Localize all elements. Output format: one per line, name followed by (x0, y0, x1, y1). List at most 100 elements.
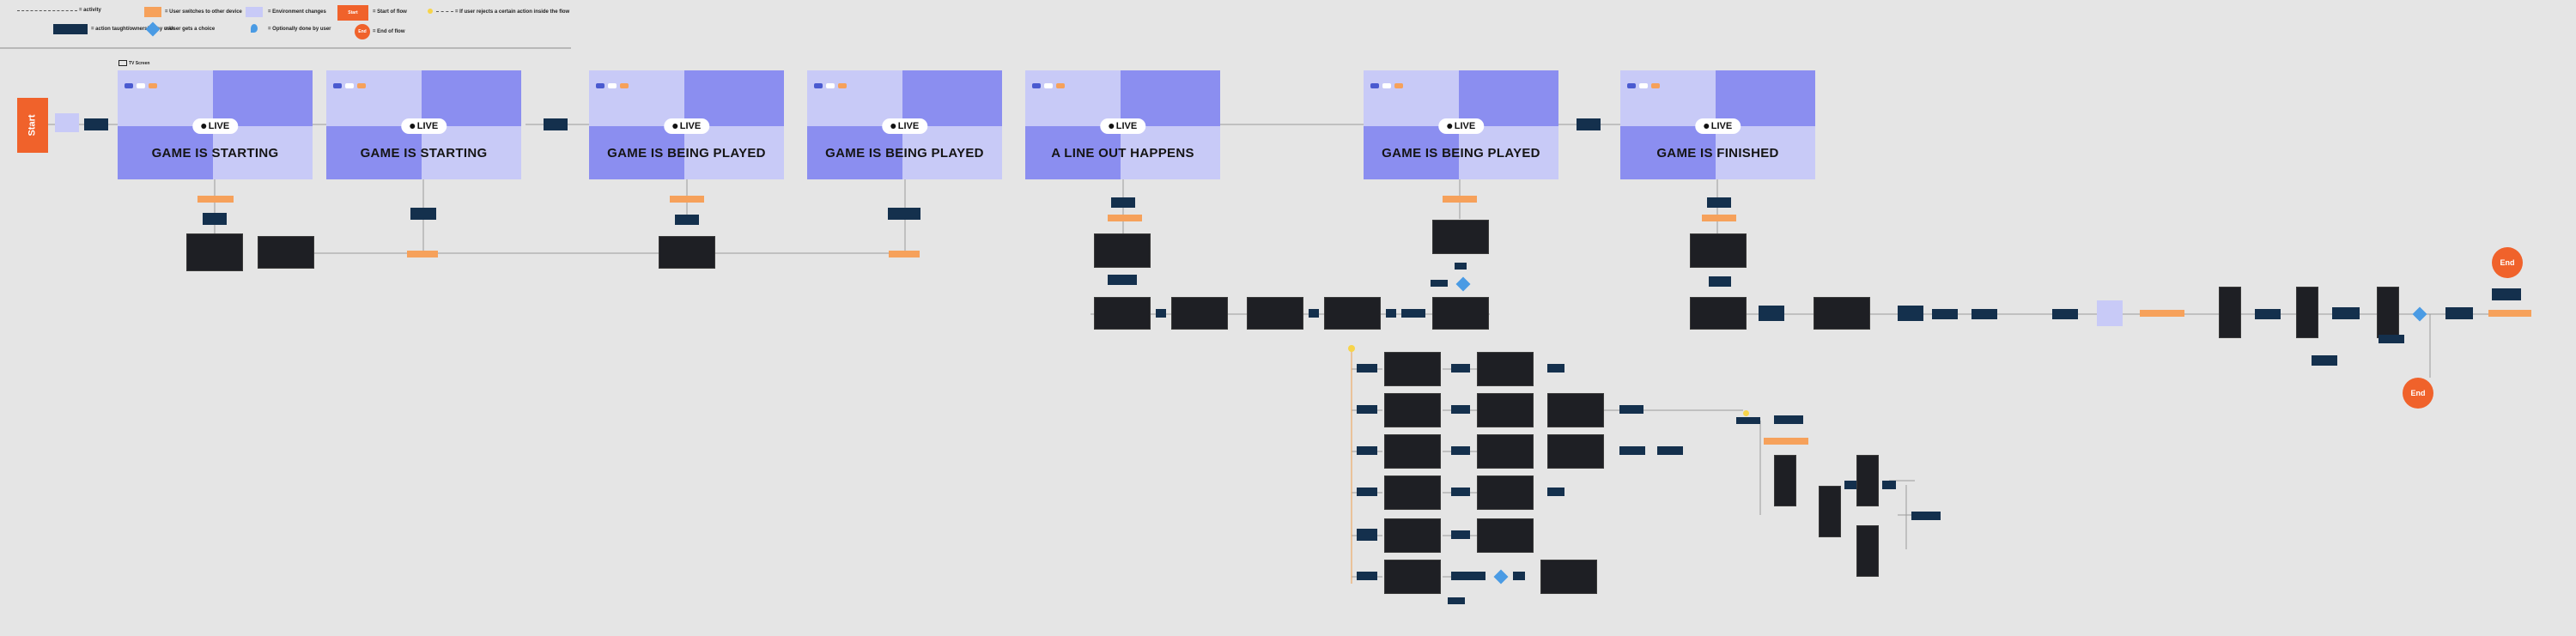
device-switch-box (1443, 196, 1477, 203)
action-box (675, 215, 699, 225)
environment-box (2097, 300, 2123, 326)
section-icon (118, 60, 127, 66)
legend-choice-diamond (145, 21, 161, 37)
action-box (1451, 488, 1470, 496)
action-box (1111, 197, 1135, 208)
tv-screen-game-starting-2: LIVE GAME IS STARTING (326, 70, 521, 179)
action-box (1898, 306, 1923, 321)
end-circle-1: End (2492, 247, 2523, 278)
legend-note-dash (436, 11, 453, 12)
phone-screen (1774, 455, 1796, 506)
action-box (1448, 597, 1465, 604)
legend-activity: = activity (79, 8, 101, 13)
action-box (1707, 197, 1731, 208)
legend-optional: = Optionally done by user (268, 27, 331, 32)
end-label: End (2410, 389, 2426, 397)
tv-title: GAME IS BEING PLAYED (825, 146, 984, 161)
action-box (1470, 572, 1485, 580)
phone-screen (1856, 525, 1879, 577)
app-screen (186, 233, 243, 271)
live-label: LIVE (1454, 121, 1476, 131)
app-screen (1477, 352, 1534, 386)
device-switch-box (2140, 310, 2184, 317)
legend-action: = action taught/ownership by user (91, 27, 175, 32)
action-box (1547, 364, 1564, 373)
section-label: TV Screen (118, 60, 149, 66)
action-box (2492, 288, 2521, 300)
start-label: Start (27, 114, 38, 136)
action-box (1455, 263, 1467, 270)
app-screen (1547, 393, 1604, 427)
tv-title: GAME IS BEING PLAYED (1382, 146, 1540, 161)
action-box (1577, 118, 1601, 130)
tv-screen-game-played-2: LIVE GAME IS BEING PLAYED (807, 70, 1002, 179)
action-box (1619, 405, 1643, 414)
legend-start-swatch: Start (337, 5, 368, 21)
action-box (2379, 335, 2404, 343)
action-box (1357, 446, 1377, 455)
app-screen (1690, 233, 1747, 268)
tv-screen-game-finished: LIVE GAME IS FINISHED (1620, 70, 1815, 179)
phone-screen (2296, 287, 2318, 338)
tv-screen-game-starting-1: LIVE GAME IS STARTING (118, 70, 313, 179)
action-box (1156, 309, 1166, 318)
action-box (410, 208, 436, 220)
action-box (1619, 446, 1645, 455)
tv-title: A LINE OUT HAPPENS (1051, 146, 1194, 161)
legend-user-choice: = User gets a choice (165, 27, 216, 32)
action-box (1844, 481, 1862, 489)
action-box (1774, 415, 1803, 424)
app-screen (1432, 297, 1489, 330)
phone-screen (2377, 287, 2399, 338)
action-box (1357, 529, 1377, 541)
tv-screen-game-played-1: LIVE GAME IS BEING PLAYED (589, 70, 784, 179)
action-box (1431, 280, 1448, 287)
action-box (1882, 481, 1896, 489)
action-box (2332, 307, 2360, 319)
app-screen (1384, 560, 1441, 594)
live-badge: LIVE (191, 118, 239, 134)
note-icon (1743, 410, 1749, 416)
app-screen (1384, 393, 1441, 427)
action-box (1451, 364, 1470, 373)
app-screen (1384, 434, 1441, 469)
legend-switch-swatch (144, 7, 161, 17)
tv-title: GAME IS BEING PLAYED (607, 146, 766, 161)
tv-title: GAME IS STARTING (360, 146, 488, 161)
app-screen (1540, 560, 1597, 594)
legend-environment: = Environment changes (268, 9, 326, 15)
phone-screen (1819, 486, 1841, 537)
app-screen (258, 236, 314, 269)
device-switch-box (889, 251, 920, 257)
action-box (84, 118, 108, 130)
tv-screen-game-played-3: LIVE GAME IS BEING PLAYED (1364, 70, 1558, 179)
action-box (1451, 446, 1470, 455)
legend-end-swatch: End (355, 24, 370, 39)
tv-title: GAME IS STARTING (151, 146, 279, 161)
live-badge: LIVE (881, 118, 928, 134)
app-screen (1477, 475, 1534, 510)
action-box (1401, 309, 1425, 318)
phone-screen (1856, 455, 1879, 506)
action-box (2445, 307, 2473, 319)
action-box (1108, 275, 1137, 285)
app-screen (1384, 518, 1441, 553)
action-box (1709, 276, 1731, 287)
app-screen (1477, 393, 1534, 427)
app-screen (1384, 475, 1441, 510)
live-label: LIVE (208, 121, 230, 131)
section-label-text: TV Screen (129, 60, 150, 66)
action-box (1657, 446, 1683, 455)
action-box (1547, 488, 1564, 496)
end-label: End (2500, 258, 2515, 267)
app-screen (1690, 297, 1747, 330)
phone-screen (2219, 287, 2241, 338)
action-box (2312, 355, 2337, 366)
app-screen (1432, 220, 1489, 254)
action-box (1357, 488, 1377, 496)
legend-user-switches: = User switches to other device (165, 9, 242, 15)
app-screen (1547, 434, 1604, 469)
device-switch-box (2488, 310, 2531, 317)
action-box (203, 213, 227, 225)
app-screen (1477, 434, 1534, 469)
